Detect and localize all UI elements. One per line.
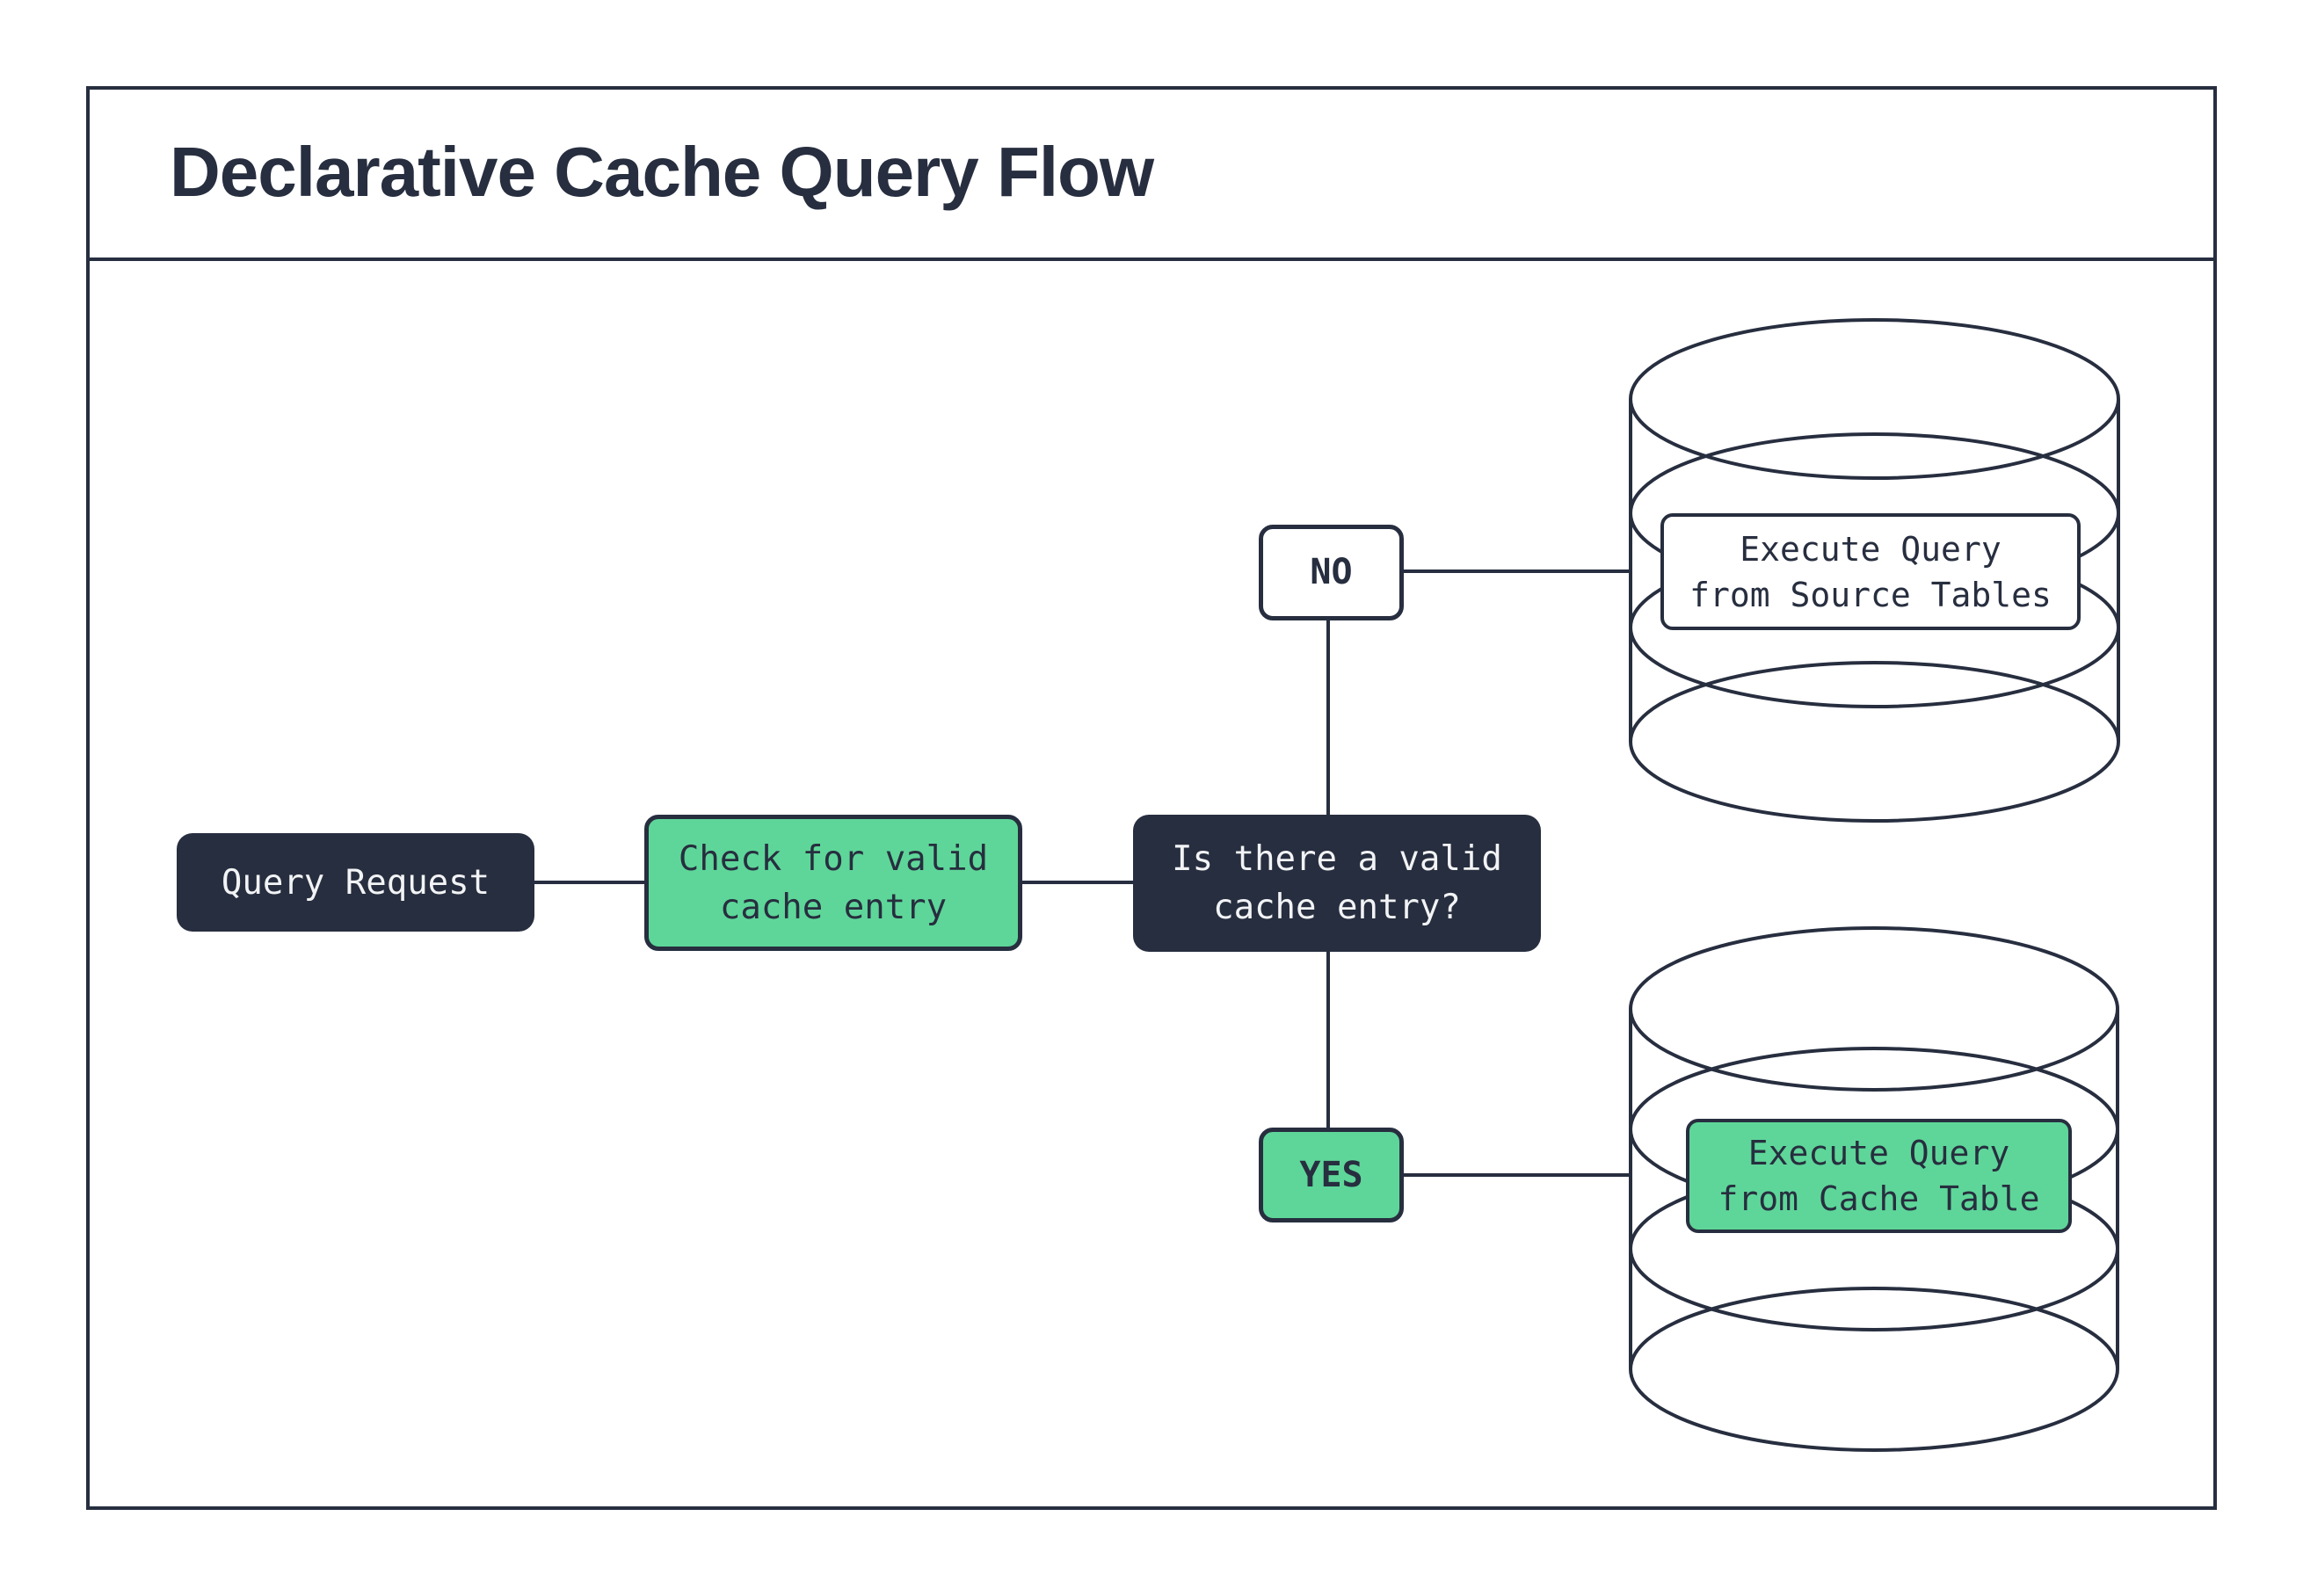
no-label: NO	[1310, 552, 1353, 592]
execute-cache-line2: from Cache Table	[1718, 1179, 2040, 1218]
check-cache-label-line1: Check for valid	[678, 838, 989, 879]
decision-label-line1: Is there a valid	[1172, 839, 1502, 879]
yes-label: YES	[1299, 1154, 1363, 1195]
decision-label-line2: cache entry?	[1213, 888, 1461, 927]
cache-database-cylinder-icon	[1629, 926, 2119, 1452]
execute-source-line1: Execute Query	[1740, 529, 2002, 569]
title-separator-line	[86, 258, 2217, 261]
flow-node-decision: Is there a valid cache entry?	[1133, 815, 1541, 952]
diagram-frame	[86, 86, 2217, 1510]
execute-source-line2: from Source Tables	[1689, 575, 2052, 614]
flow-node-check-cache: Check for valid cache entry	[644, 815, 1022, 951]
check-cache-label-line2: cache entry	[719, 887, 948, 927]
branch-label-no: NO	[1259, 525, 1404, 620]
branch-label-yes: YES	[1259, 1128, 1404, 1222]
flow-node-execute-source: Execute Query from Source Tables	[1660, 513, 2081, 630]
flow-node-execute-cache: Execute Query from Cache Table	[1686, 1119, 2072, 1233]
flow-node-query-request: Query Request	[177, 833, 534, 932]
query-request-label: Query Request	[221, 862, 490, 903]
execute-cache-line1: Execute Query	[1747, 1134, 2010, 1172]
diagram-title: Declarative Cache Query Flow	[170, 133, 1154, 211]
